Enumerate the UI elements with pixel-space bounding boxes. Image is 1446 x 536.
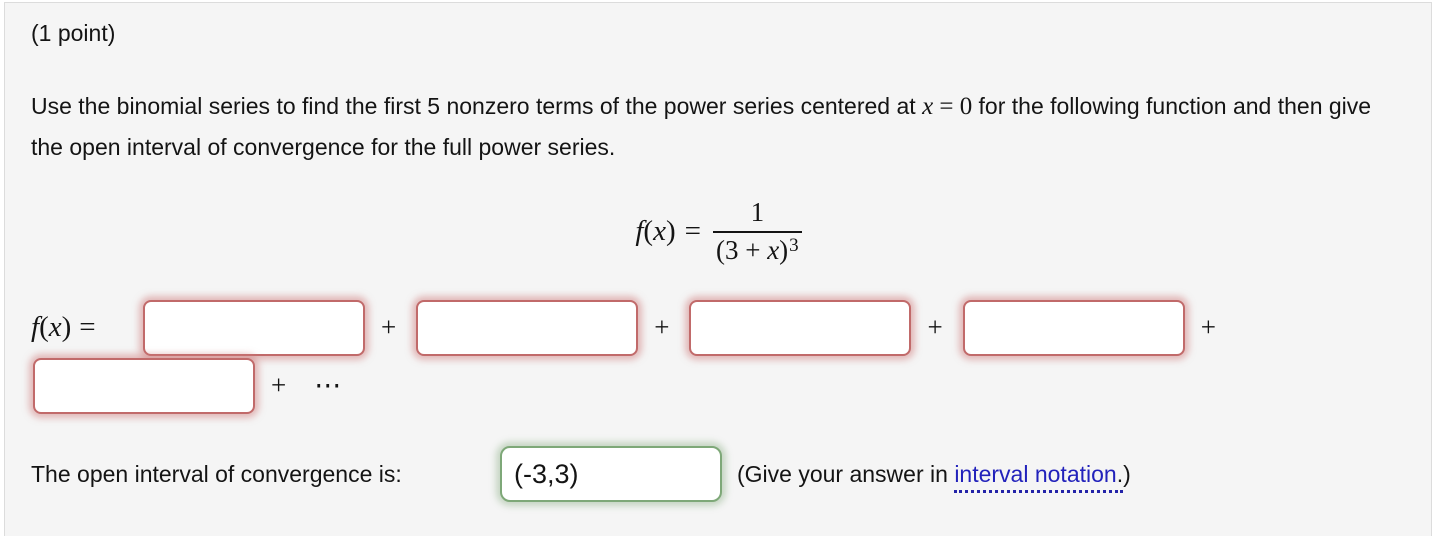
formula-close-paren: ) (665, 214, 676, 247)
denominator-pre: (3 + (715, 234, 768, 265)
problem-panel: (1 point) Use the binomial series to fin… (4, 2, 1432, 536)
series-lhs: f(x)= (31, 311, 124, 344)
plus-sign-4: + (1200, 312, 1216, 342)
series-term-input-4[interactable] (962, 299, 1185, 356)
hint-close-paren: ) (1123, 460, 1131, 487)
series-term-input-5[interactable] (33, 357, 255, 414)
series-f: f (31, 311, 40, 343)
series-answer-row-1: f(x)= + + + + (31, 299, 1406, 356)
plus-sign-3: + (927, 312, 943, 342)
interval-input[interactable] (500, 446, 722, 502)
math-inline-x: x (922, 93, 934, 120)
series-equals: = (79, 311, 96, 343)
hint-period: . (1116, 460, 1124, 487)
interval-notation-link[interactable]: interval notation (954, 460, 1117, 487)
statement-text-before: Use the binomial series to find the firs… (31, 93, 923, 119)
points-label: (1 point) (31, 20, 116, 46)
formula-x: x (653, 214, 666, 247)
hint-prefix: (Give your answer in (737, 460, 955, 487)
formula-equals: = (684, 214, 701, 247)
series-term-input-3[interactable] (689, 299, 912, 356)
series-term-input-2[interactable] (416, 299, 639, 356)
ellipsis-cdots: ⋯ (314, 370, 344, 400)
denominator-exponent: 3 (789, 234, 799, 256)
formula-open-paren: ( (643, 214, 654, 247)
series-answer-row-2: + ⋯ (31, 357, 1406, 414)
denominator-x: x (767, 234, 780, 265)
statement-text-after: for the following function and then give… (31, 93, 1372, 160)
interval-hint: (Give your answer in interval notation.) (737, 460, 1131, 493)
problem-statement: Use the binomial series to find the firs… (31, 86, 1406, 167)
math-inline-eq-zero: = 0 (933, 93, 979, 120)
dotted-underline-wrap: interval notation. (954, 460, 1124, 493)
series-term-input-1[interactable] (143, 299, 365, 356)
series-x: x (48, 311, 62, 343)
formula-lhs: f(x)= (635, 215, 701, 248)
fraction: 1 (3 + x)3 (712, 196, 802, 266)
denominator-close-paren: ) (779, 234, 789, 265)
plus-sign-5: + (271, 370, 287, 400)
display-formula: f(x)= 1 (3 + x)3 (31, 189, 1406, 273)
interval-label: The open interval of convergence is: (31, 460, 402, 487)
series-close-paren: ) (61, 311, 72, 343)
formula-f: f (635, 214, 644, 247)
plus-sign-2: + (654, 312, 670, 342)
interval-row: The open interval of convergence is: (Gi… (31, 446, 1406, 502)
plus-sign-1: + (381, 312, 397, 342)
series-open-paren: ( (39, 311, 49, 343)
fraction-numerator: 1 (750, 196, 765, 227)
fraction-denominator: (3 + x)3 (712, 230, 802, 266)
